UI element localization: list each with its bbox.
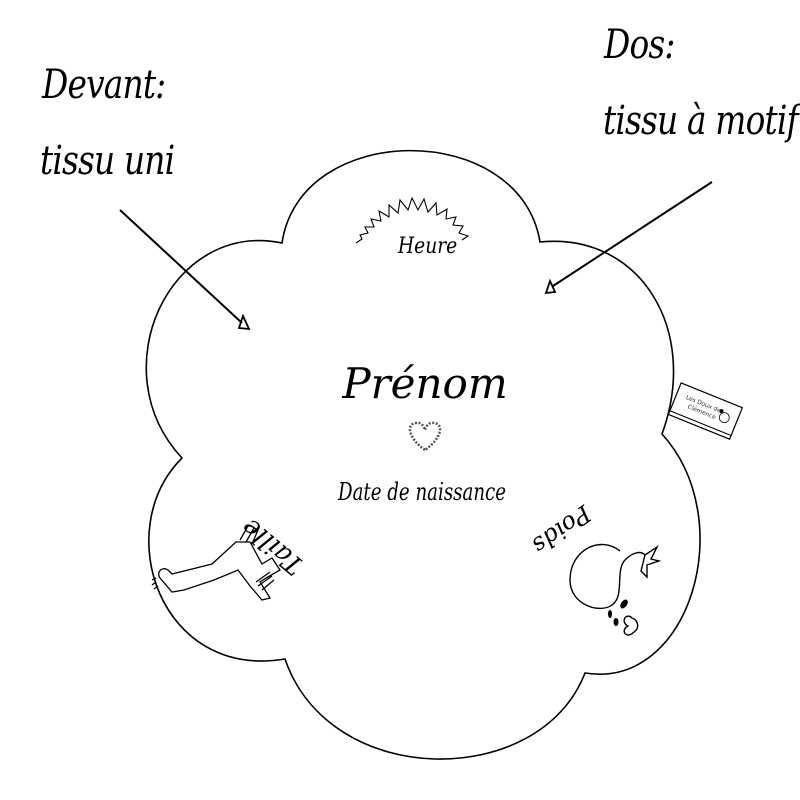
bear-icon	[718, 412, 730, 424]
front-arrow	[119, 209, 251, 331]
sun-rays-icon	[355, 196, 470, 244]
giraffe-icon	[151, 525, 281, 601]
center-name: Prénom	[341, 359, 507, 408]
whale-icon	[569, 543, 662, 636]
center-date: Date de naissance	[337, 478, 506, 506]
heart-icon	[408, 421, 442, 452]
back-detail: tissu à motif	[603, 98, 799, 144]
whale-drops	[608, 599, 628, 626]
front-title: Devant:	[42, 62, 166, 108]
top-label: Heure	[397, 233, 457, 259]
brand-tag: Les Doux de Clémence	[667, 382, 744, 440]
back-title: Dos:	[604, 22, 675, 68]
back-arrow	[544, 181, 713, 295]
front-detail: tissu uni	[40, 138, 175, 184]
flower-outline	[145, 149, 701, 760]
